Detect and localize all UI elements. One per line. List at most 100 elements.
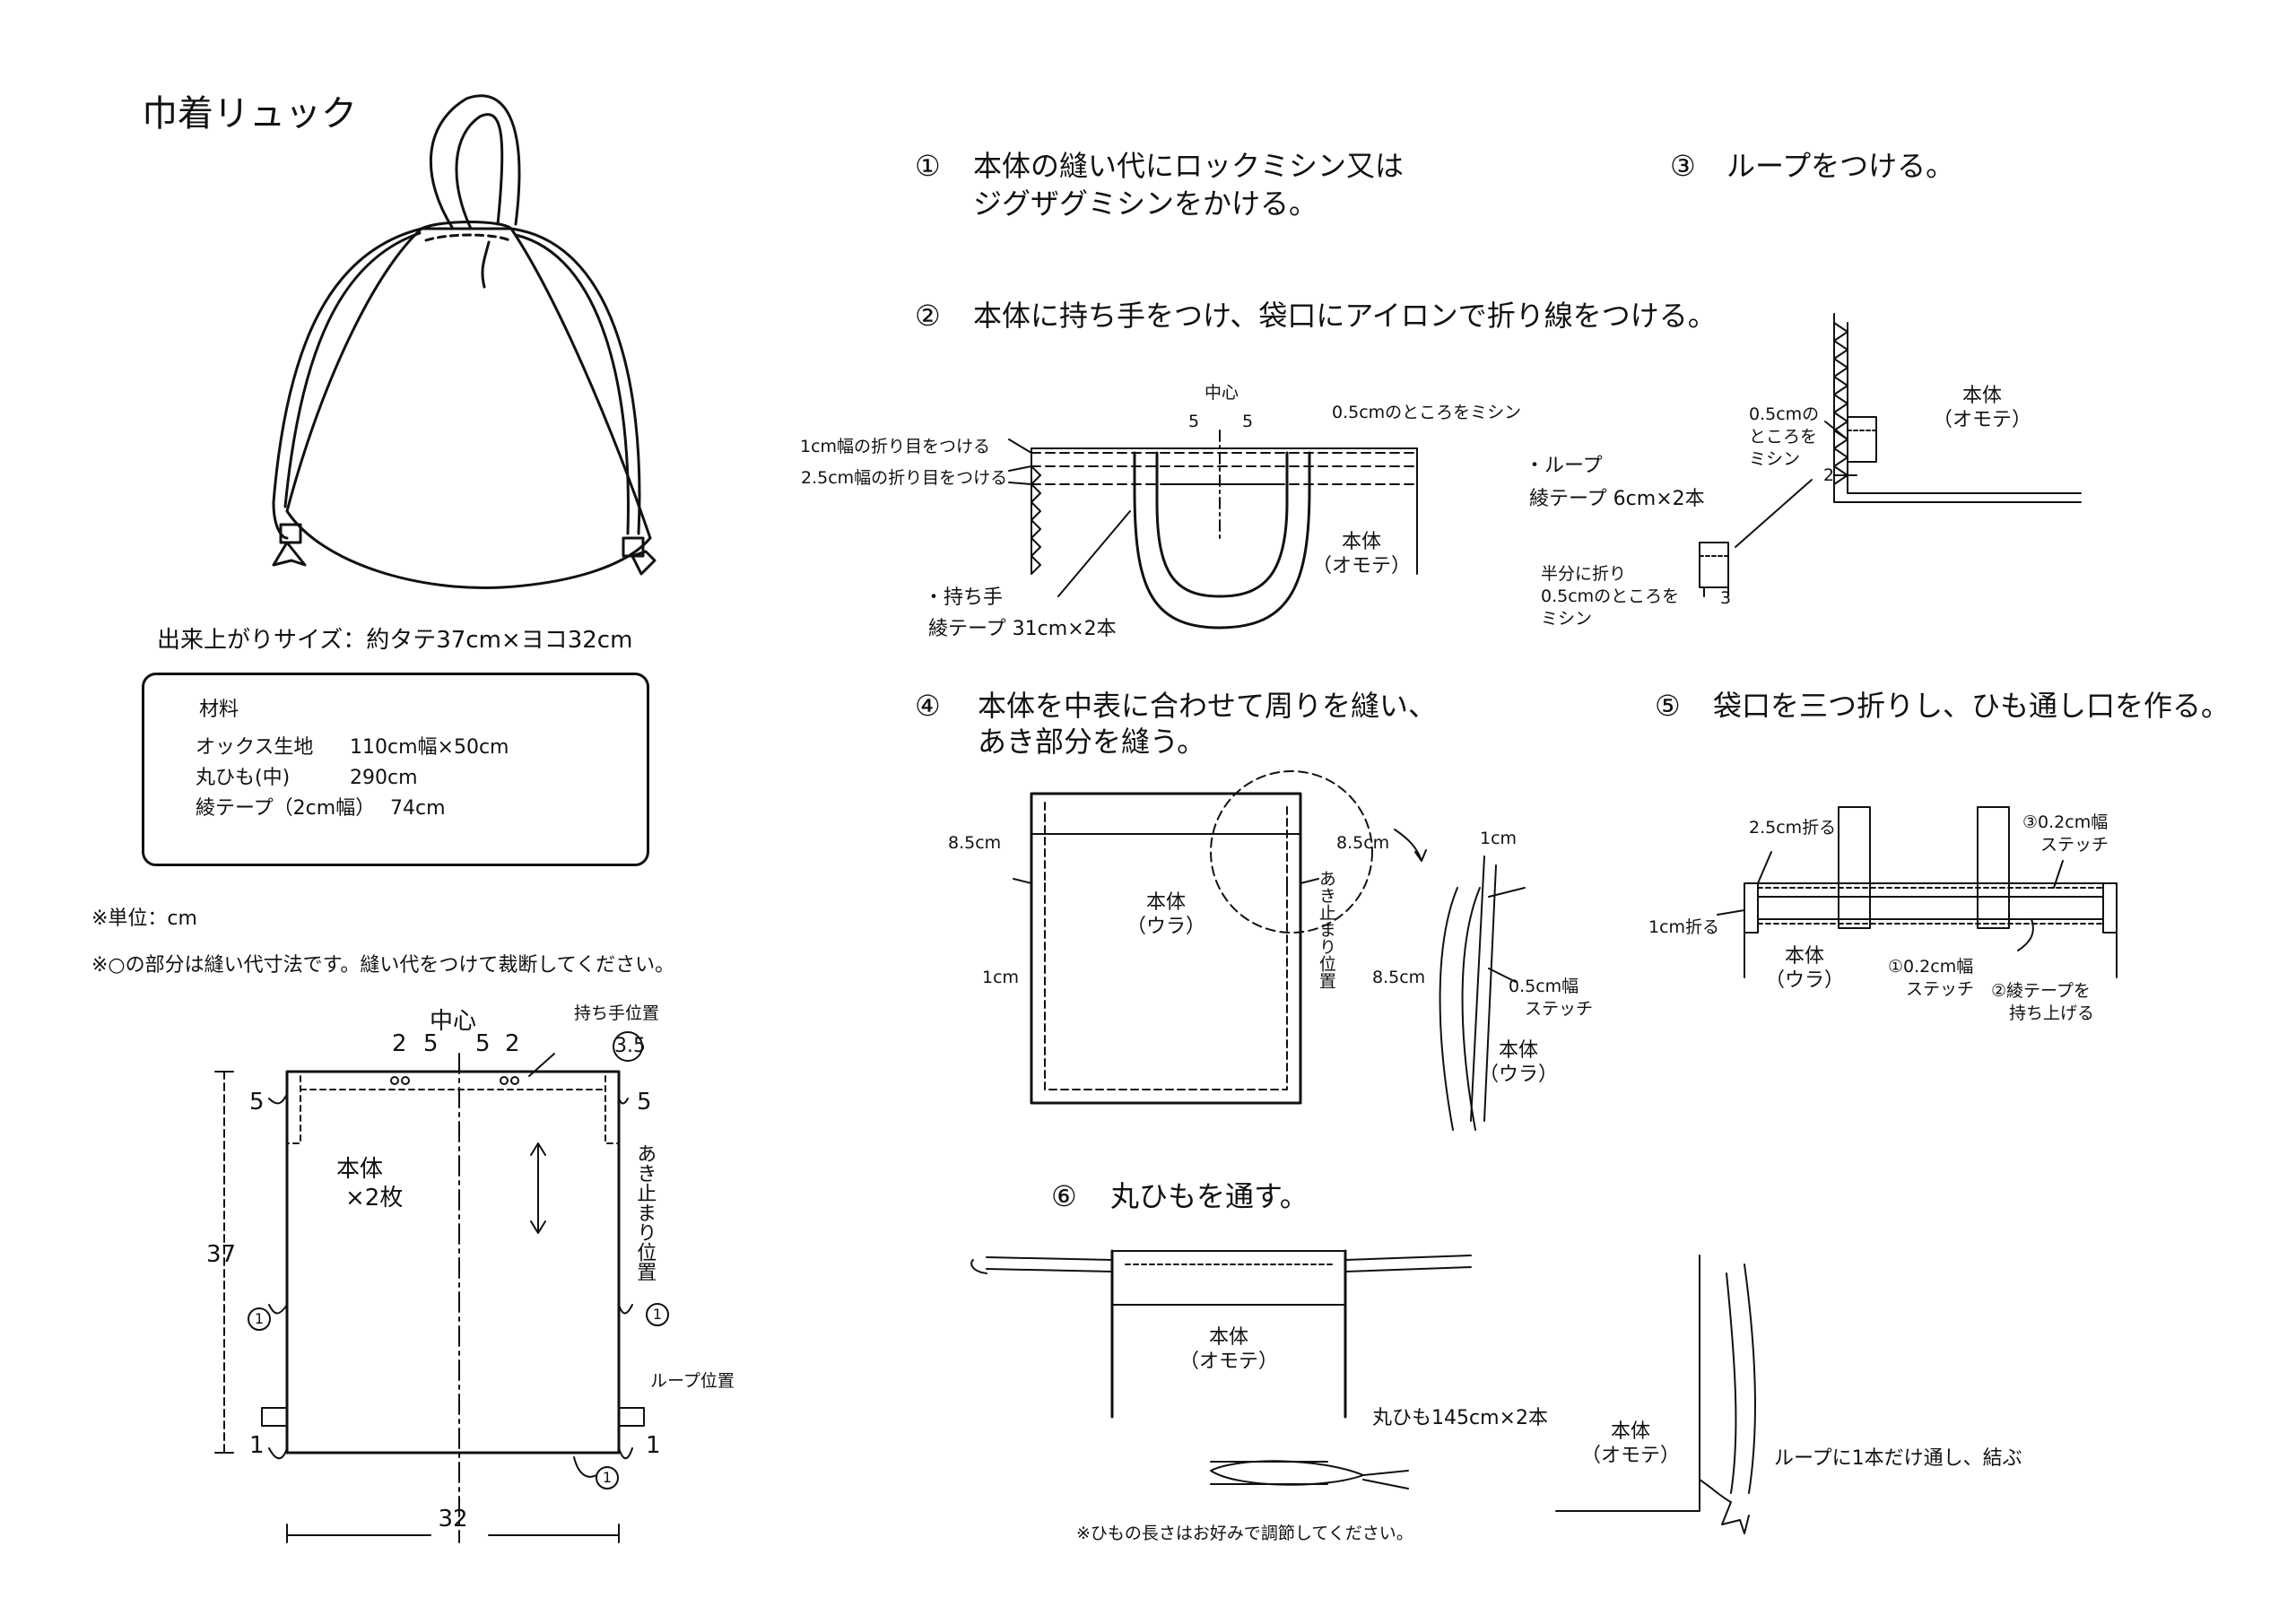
step6-cord: 丸ひも145cm×2本 (1372, 1407, 1548, 1429)
step4-diagram (1013, 770, 1526, 1131)
dim-5: 5 (637, 1089, 652, 1116)
opening-stop-label: あき止まり位置 (633, 1143, 657, 1281)
step4-back: （ウラ） (1126, 916, 1206, 938)
step6-diagram (970, 1249, 1756, 1534)
step4-stitch: 0.5cm幅 (1509, 977, 1579, 996)
material-qty: 290cm (350, 767, 418, 789)
step6-body-2: 本体 (1610, 1420, 1651, 1443)
step2-handle-tape: 綾テープ 31cm×2本 (928, 618, 1117, 640)
step3-dim-3: 3 (1720, 588, 1732, 608)
pattern-body-label: 本体 (336, 1156, 384, 1183)
dim-2: 2 (505, 1030, 520, 1057)
step4-body: 本体 (1145, 891, 1187, 914)
step1-number: ① (915, 149, 941, 183)
seam-circle-1: 1 (248, 1307, 271, 1331)
pattern-piece (214, 1053, 645, 1543)
seam-note: ※○の部分は縫い代寸法です。縫い代をつけて裁断してください。 (91, 954, 675, 977)
material-qty: 74cm (390, 797, 446, 820)
step2-dim-5: 5 (1188, 412, 1200, 431)
step2-text: 本体に持ち手をつけ、袋口にアイロンで折り線をつける。 (973, 299, 1717, 333)
finished-bag-illustration (272, 94, 657, 590)
step3-fold: 0.5cmのところを (1541, 586, 1680, 606)
finished-size: 出来上がりサイズ：約タテ37cm×ヨコ32cm (157, 627, 633, 654)
step5-text: 袋口を三つ折りし、ひも通し口を作る。 (1713, 689, 2231, 723)
step2-front: （オモテ） (1311, 555, 1412, 578)
step4-text: 本体を中表に合わせて周りを縫い、 (978, 689, 1438, 723)
step3-fold: 半分に折り (1541, 564, 1627, 584)
step3-text: ループをつける。 (1726, 149, 1955, 183)
step1-text: 本体の縫い代にロックミシン又は (973, 149, 1405, 183)
step2-center: 中心 (1204, 383, 1239, 403)
step5-stitch1: ステッチ (1906, 979, 1975, 999)
step5-back: （ウラ） (1764, 969, 1845, 992)
step6-number: ⑥ (1051, 1179, 1077, 1213)
pattern-center-label: 中心 (429, 1008, 477, 1035)
step5-fold1: 1cm折る (1648, 917, 1720, 937)
step5-stitch3: ③0.2cm幅 (2022, 812, 2109, 832)
step4-stitch: ステッチ (1525, 999, 1594, 1019)
height-dim: 37 (206, 1241, 237, 1268)
materials-heading: 材料 (199, 699, 239, 721)
dim-5: 5 (475, 1030, 491, 1057)
step6-note: ※ひもの長さはお好みで調節してください。 (1076, 1524, 1413, 1543)
dim-1: 1 (249, 1432, 265, 1459)
seam-circle-1: 1 (646, 1303, 669, 1326)
dim-5: 5 (249, 1089, 265, 1116)
step4-body-2: 本体 (1498, 1039, 1539, 1062)
step3-loop-tape: 綾テープ 6cm×2本 (1529, 488, 1705, 510)
step2-fold25: 2.5cm幅の折り目をつける (801, 468, 1008, 488)
step4-text: あき部分を縫う。 (978, 725, 1206, 759)
material-name: 綾テープ（2cm幅） (196, 797, 376, 820)
step4-dim-1-left: 1cm (982, 968, 1020, 987)
step4-dim-85: 8.5cm (948, 833, 1002, 853)
material-qty: 110cm幅×50cm (350, 736, 509, 759)
width-dim: 32 (438, 1506, 468, 1533)
loop-position-label: ループ位置 (650, 1371, 735, 1391)
step3-fold: ミシン (1541, 609, 1593, 629)
step6-loop-tie: ループに1本だけ通し、結ぶ (1774, 1447, 2022, 1470)
step2-number: ② (915, 299, 941, 333)
step2-handle: ・持ち手 (924, 586, 1004, 609)
pattern-count-label: ×2枚 (345, 1185, 404, 1211)
step4-dim-85: 8.5cm (1336, 833, 1390, 853)
material-name: オックス生地 (196, 736, 314, 759)
step5-body: 本体 (1784, 945, 1825, 968)
handle-position-label: 持ち手位置 (574, 1003, 660, 1023)
step5-number: ⑤ (1655, 689, 1681, 723)
step6-front: （オモテ） (1178, 1350, 1279, 1373)
step3-number: ③ (1670, 149, 1696, 183)
dim-2: 2 (392, 1030, 407, 1057)
step1-text: ジグザグミシンをかける。 (973, 187, 1318, 221)
unit-note: ※単位：cm (91, 908, 197, 930)
material-name: 丸ひも(中) (196, 767, 291, 789)
step2-stitch-label: 0.5cmのところをミシン (1332, 403, 1522, 422)
step4-dim-1: 1cm (1480, 829, 1518, 848)
dim-1: 1 (646, 1432, 661, 1459)
step5-tape: ②綾テープを (1991, 981, 2091, 1001)
step5-tape: 持ち上げる (2009, 1003, 2095, 1023)
step6-body: 本体 (1208, 1326, 1249, 1349)
page-title: 巾着リュック (142, 93, 357, 135)
step4-number: ④ (915, 689, 941, 723)
step6-front-2: （オモテ） (1580, 1445, 1681, 1467)
seam-circle-1: 1 (596, 1466, 619, 1489)
step3-dim-2: 2 (1823, 465, 1835, 485)
step3-body: 本体 (1961, 385, 2003, 407)
step2-fold1: 1cm幅の折り目をつける (800, 437, 991, 456)
step3-stitch: ところを (1749, 427, 1818, 447)
step2-diagram (1008, 430, 1418, 630)
step3-stitch: ミシン (1749, 449, 1801, 469)
step6-text: 丸ひもを通す。 (1110, 1179, 1309, 1213)
step3-stitch: 0.5cmの (1749, 404, 1820, 424)
step4-dim-85: 8.5cm (1372, 968, 1426, 987)
step3-loop: ・ループ (1525, 455, 1603, 477)
step4-opening-stop: あき止まり位置 (1316, 870, 1336, 989)
seam-allowance-circle: 3.5 (613, 1031, 646, 1062)
step4-back-2: （ウラ） (1478, 1064, 1559, 1086)
dim-5: 5 (423, 1030, 439, 1057)
step2-dim-5: 5 (1242, 412, 1254, 431)
step3-diagram (1699, 313, 2082, 597)
step5-stitch1: ①0.2cm幅 (1888, 957, 1974, 977)
seam-allowance-top: 3.5 (613, 1031, 646, 1062)
step5-diagram (1717, 806, 2118, 978)
